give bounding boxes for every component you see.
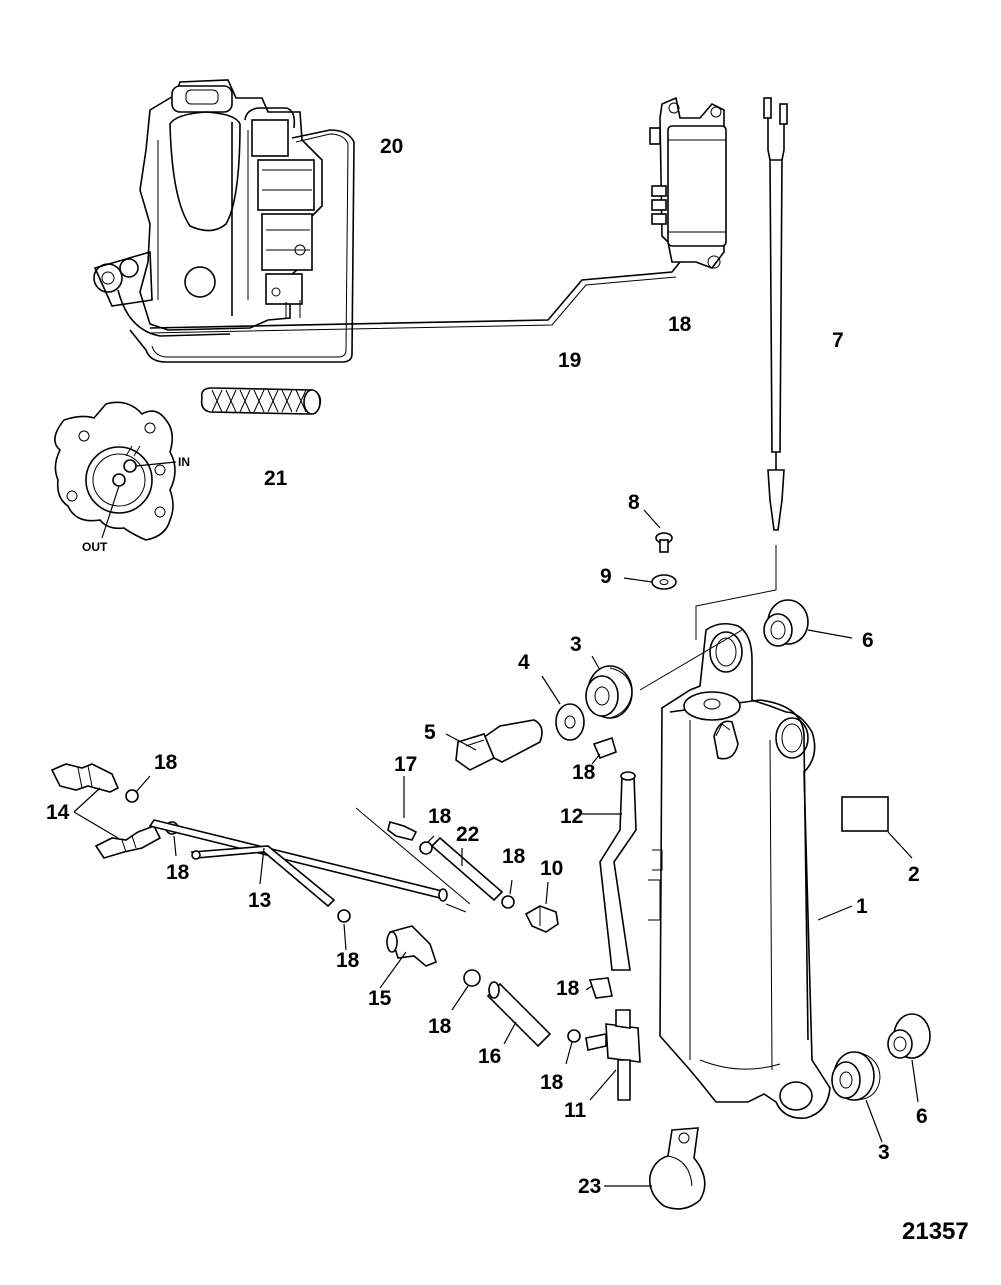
callout-16: 16 [478,1045,502,1068]
grommet-6-upper [763,599,853,647]
washer-4 [541,675,585,741]
bolt-5 [445,719,543,771]
callout-18: 18 [154,751,178,774]
clamp-18-near-14-upper [125,789,139,803]
callout-18: 18 [166,861,190,884]
screw-8 [643,509,673,553]
callout-11: 11 [564,1099,587,1122]
out-port-label: OUT [82,540,108,554]
clamp-18-near-10 [501,895,515,909]
callout-15: 15 [368,987,392,1010]
callout-3: 3 [570,633,582,656]
engine-powerhead [93,79,323,337]
callout-2: 2 [908,863,920,886]
callout-23: 23 [578,1175,602,1198]
clamp-18-near-11-top [588,977,613,999]
callout-18: 18 [668,313,692,336]
callout-9: 9 [600,565,612,588]
callout-6: 6 [916,1105,928,1128]
electric-fuel-pump-module [649,96,727,269]
hose-22 [430,836,504,902]
thermostat-housing-1 [648,622,831,1119]
fitting-14-upper [50,763,120,793]
callout-19: 19 [558,349,582,372]
hose-12 [582,771,637,971]
callout-10: 10 [540,857,564,880]
callout-12: 12 [560,805,584,828]
callout-20: 20 [380,135,404,158]
fuel-line-19 [149,261,681,329]
callout-4: 4 [518,651,530,674]
in-port-label: IN [178,455,190,469]
clamp-18-top [591,736,617,765]
callout-18: 18 [540,1071,564,1094]
callout-8: 8 [628,491,640,514]
fuel-hose-20 [129,129,355,363]
hose-13 [148,807,471,913]
callout-21: 21 [264,467,288,490]
callout-18: 18 [336,949,360,972]
temperature-sensor-harness [695,97,788,640]
grommet-3-upper [585,655,633,719]
clamp-18-near-11 [567,1029,581,1043]
callout-7: 7 [832,329,844,352]
callout-14: 14 [46,801,70,824]
callout-17: 17 [394,753,418,776]
callout-18: 18 [428,805,452,828]
decal-label-2 [841,796,889,832]
clamp-18-near-16 [463,969,481,987]
grommet-3-lower [831,1051,883,1143]
callout-22: 22 [456,823,480,846]
callout-13: 13 [248,889,272,912]
callout-18: 18 [556,977,580,1000]
washer-9 [623,574,677,590]
grommet-6-lower [887,1013,931,1103]
callout-5: 5 [424,721,436,744]
callout-6: 6 [862,629,874,652]
braided-hose-21 [200,387,322,415]
figure-number: 21357 [902,1218,969,1245]
callout-18: 18 [428,1015,452,1038]
callout-18: 18 [502,845,526,868]
callout-3: 3 [878,1141,890,1164]
fitting-14-lower [94,824,162,859]
fitting-17 [387,776,418,841]
callout-1: 1 [856,895,868,918]
clamp-18-near-15 [337,909,351,923]
hose-clip-23 [604,1127,706,1210]
clamp-18-near-17 [419,841,433,855]
fitting-15 [379,925,437,989]
fuel-pump-gasket [54,401,177,541]
fitting-10 [524,881,559,933]
callout-18: 18 [572,761,596,784]
tee-fitting-11 [585,1009,641,1101]
hose-16 [486,981,552,1048]
